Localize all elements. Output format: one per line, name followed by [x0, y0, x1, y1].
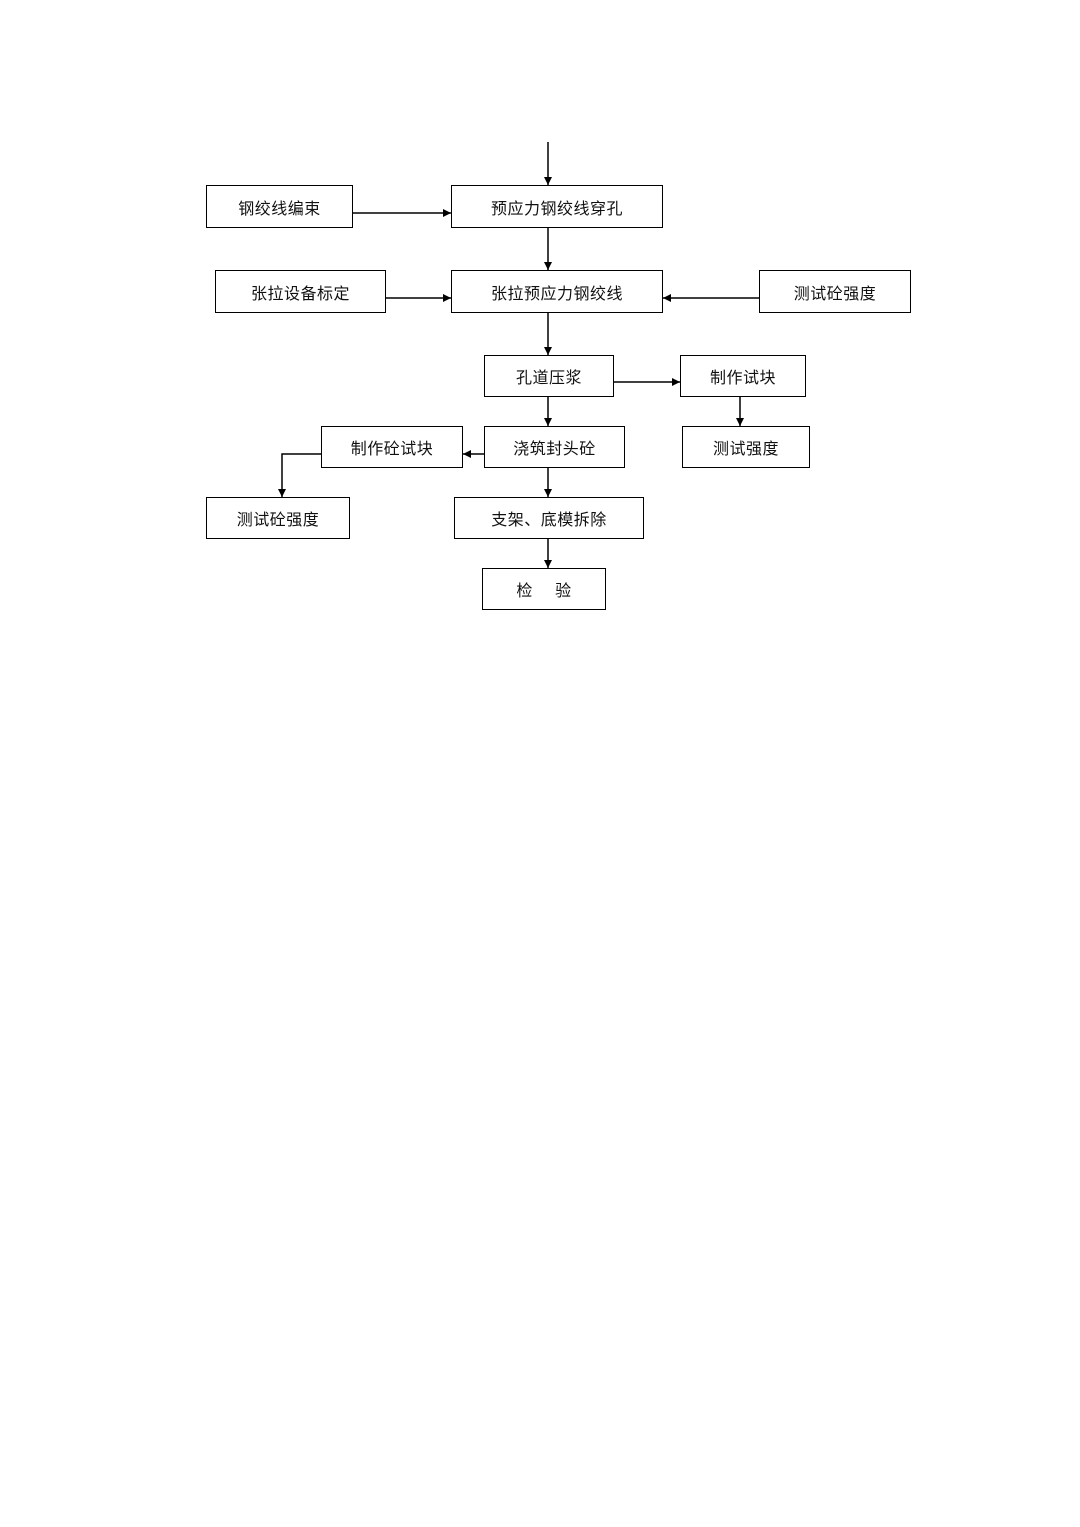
arrow-concrete-specimen-to-test: [278, 453, 321, 497]
node-bundling: 钢绞线编束: [206, 185, 353, 228]
node-test-strength: 测试强度: [682, 426, 810, 468]
node-test-concrete-strength-right: 测试砼强度: [759, 270, 911, 313]
node-tensioning: 张拉预应力钢绞线: [451, 270, 663, 313]
node-test-concrete-strength-left: 测试砼强度: [206, 497, 350, 539]
node-remove-formwork: 支架、底模拆除: [454, 497, 644, 539]
node-inspection: 检 验: [482, 568, 606, 610]
node-make-specimen: 制作试块: [680, 355, 806, 397]
node-pour-seal-concrete: 浇筑封头砼: [484, 426, 625, 468]
node-grouting: 孔道压浆: [484, 355, 614, 397]
node-make-concrete-specimen: 制作砼试块: [321, 426, 463, 468]
node-threading: 预应力钢绞线穿孔: [451, 185, 663, 228]
node-calibration: 张拉设备标定: [215, 270, 386, 313]
